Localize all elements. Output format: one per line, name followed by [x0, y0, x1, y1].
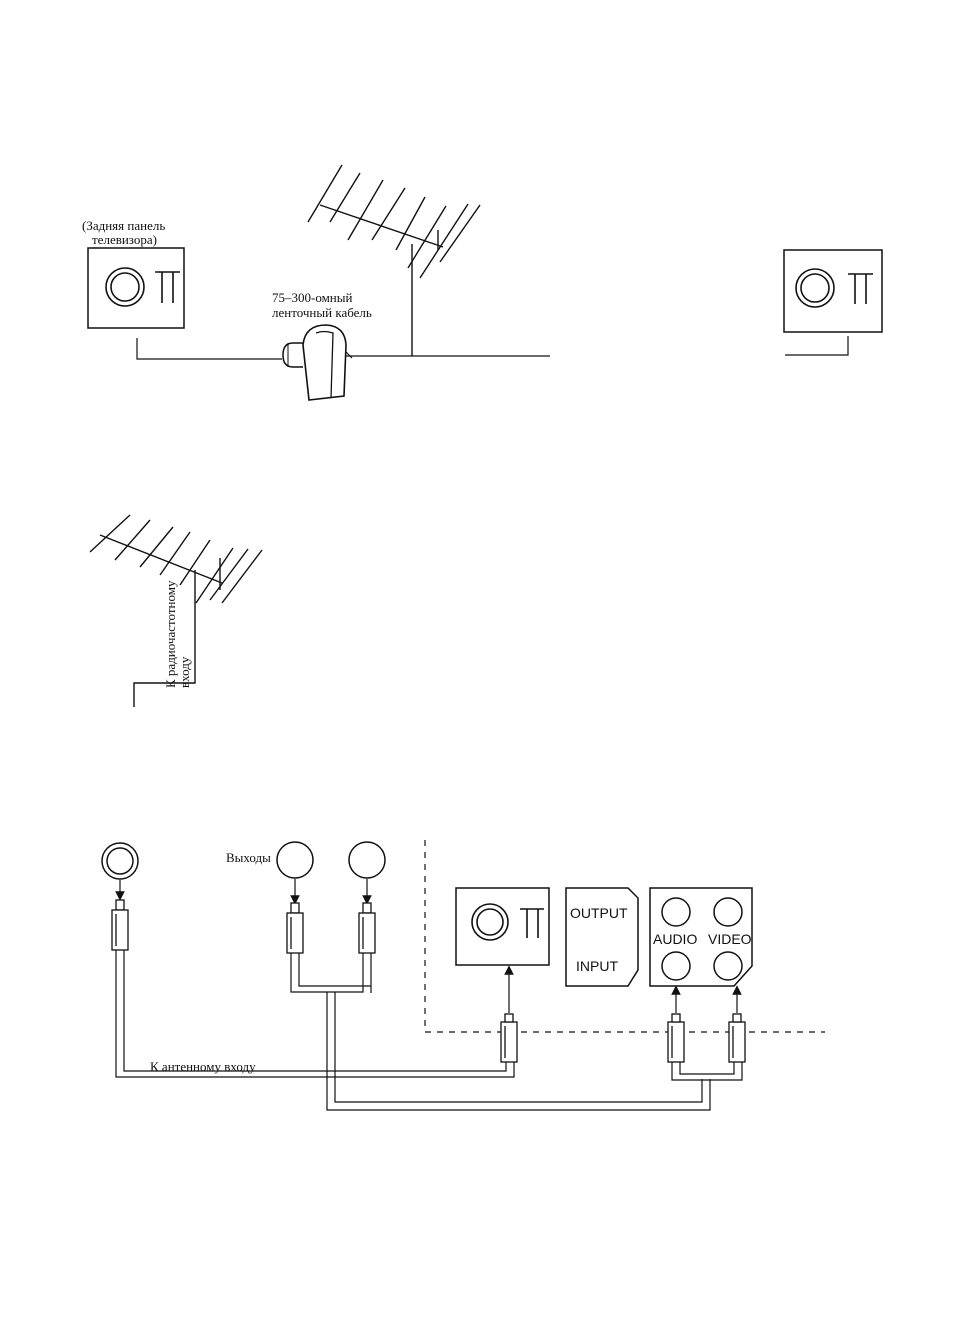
antenna-output-jack-icon — [102, 843, 138, 879]
video-in-jack-icon — [714, 952, 742, 980]
balun-label-line-1: 75–300-омный — [272, 290, 352, 305]
output-label: OUTPUT — [570, 905, 628, 921]
rca-plug-icon — [668, 1014, 684, 1062]
rca-plug-icon — [112, 900, 128, 950]
audio-label: AUDIO — [653, 931, 697, 947]
cable-antenna — [116, 950, 514, 1077]
video-label: VIDEO — [708, 931, 752, 947]
tv-back-panel-bottom — [456, 888, 549, 965]
rf-input-label-line-1: К радиочастотному — [163, 580, 178, 688]
coax-socket-icon — [796, 269, 834, 307]
twin-lead-terminals-icon — [848, 274, 873, 304]
balun-label-line-2: ленточный кабель — [272, 305, 372, 320]
rca-plug-icon — [287, 903, 303, 953]
antenna-input-label: К антенному входу — [150, 1059, 256, 1074]
balun-label: 75–300-омный ленточный кабель — [272, 290, 372, 320]
twin-lead-terminals-icon — [155, 272, 180, 303]
video-out-jack-icon — [714, 898, 742, 926]
tv-back-panel-left — [88, 248, 184, 328]
figure-middle: К радиочастотному входу — [90, 515, 262, 707]
output-jack-audio-icon — [277, 842, 313, 878]
tv-back-panel-label-line-1: (Задняя панель — [82, 218, 165, 233]
rf-input-label: К радиочастотному входу — [163, 577, 192, 688]
rca-plug-icon — [729, 1014, 745, 1062]
coax-socket-icon — [106, 268, 144, 306]
output-jack-video-icon — [349, 842, 385, 878]
output-input-panel: OUTPUT INPUT — [566, 888, 638, 986]
audio-out-jack-icon — [662, 898, 690, 926]
figure-bottom: Выходы — [102, 840, 825, 1110]
tv-back-panel-label: (Задняя панель телевизора) — [82, 218, 169, 247]
figure-top: (Задняя панель телевизора) 75–300-омный … — [82, 165, 882, 400]
coax-socket-icon — [472, 904, 508, 940]
audio-video-panel: AUDIO VIDEO — [650, 888, 752, 986]
audio-in-jack-icon — [662, 952, 690, 980]
outputs-label: Выходы — [226, 850, 271, 865]
twin-lead-terminals-icon — [520, 909, 544, 938]
input-label: INPUT — [576, 958, 618, 974]
rca-plug-icon — [359, 903, 375, 953]
tv-back-panel-right — [784, 250, 882, 332]
rf-input-label-line-2: входу — [177, 656, 192, 688]
tv-back-panel-label-line-2: телевизора) — [92, 232, 157, 247]
balun-transformer-icon — [283, 325, 352, 400]
coax-cable-right — [785, 336, 848, 355]
rca-plug-icon — [501, 1014, 517, 1062]
coax-cable — [137, 338, 282, 359]
